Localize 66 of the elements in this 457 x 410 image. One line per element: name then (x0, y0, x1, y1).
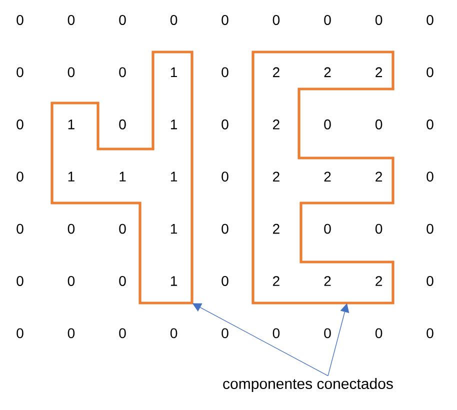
number: 2 (376, 172, 382, 182)
caption-text: componentes conectados (223, 378, 393, 392)
number: 0 (222, 328, 228, 338)
number: 0 (426, 15, 434, 25)
number: 0 (119, 276, 126, 286)
number: 0 (426, 119, 434, 130)
number: 0 (375, 119, 382, 130)
number: 0 (16, 328, 24, 338)
number: 0 (222, 276, 228, 286)
number: 0 (16, 15, 24, 25)
number: 0 (16, 119, 24, 130)
number: 0 (16, 67, 24, 78)
number: 2 (376, 276, 382, 286)
number: 0 (119, 15, 126, 25)
number: 0 (68, 224, 75, 234)
number: 0 (119, 328, 126, 338)
number: 0 (426, 67, 434, 78)
number: 1 (68, 120, 74, 130)
number: 0 (426, 172, 434, 182)
number: 0 (375, 15, 382, 25)
number: 1 (68, 172, 74, 182)
number: 0 (324, 328, 331, 338)
number: 0 (222, 119, 228, 130)
number: 1 (120, 172, 126, 182)
number: 0 (68, 15, 75, 25)
number: 0 (426, 276, 434, 286)
number: 0 (68, 67, 75, 78)
number: 2 (273, 172, 280, 182)
component-outline (252, 50, 394, 304)
number: 0 (426, 224, 434, 234)
number: 0 (222, 172, 228, 182)
number: 0 (170, 15, 178, 25)
number: 2 (273, 276, 280, 286)
number: 0 (68, 328, 75, 338)
number: 2 (324, 276, 331, 286)
number: 0 (222, 224, 228, 234)
number: 0 (272, 328, 280, 338)
number: 0 (16, 172, 24, 182)
number: 0 (272, 15, 280, 25)
number: 0 (324, 119, 331, 130)
number: 2 (324, 172, 331, 182)
number: 1 (170, 276, 178, 286)
number: 0 (222, 15, 228, 25)
number: 0 (426, 328, 434, 338)
number: 1 (170, 120, 178, 130)
number: 0 (324, 15, 331, 25)
number: 0 (222, 67, 228, 78)
number: 1 (170, 67, 178, 78)
number: 2 (273, 224, 280, 234)
number: 0 (375, 328, 382, 338)
number: 0 (119, 224, 126, 234)
number: 0 (16, 276, 24, 286)
number: 1 (170, 172, 178, 182)
number: 0 (119, 67, 126, 78)
number: 2 (376, 67, 382, 78)
number: 0 (119, 119, 126, 130)
number: 0 (170, 328, 178, 338)
number: 0 (375, 224, 382, 234)
number: 0 (324, 224, 331, 234)
component-outline (50, 50, 194, 304)
number: 0 (68, 276, 75, 286)
number: 2 (273, 120, 280, 130)
number: 0 (16, 224, 24, 234)
number: 2 (324, 67, 331, 78)
number: 1 (170, 224, 178, 234)
number: 2 (273, 67, 280, 78)
